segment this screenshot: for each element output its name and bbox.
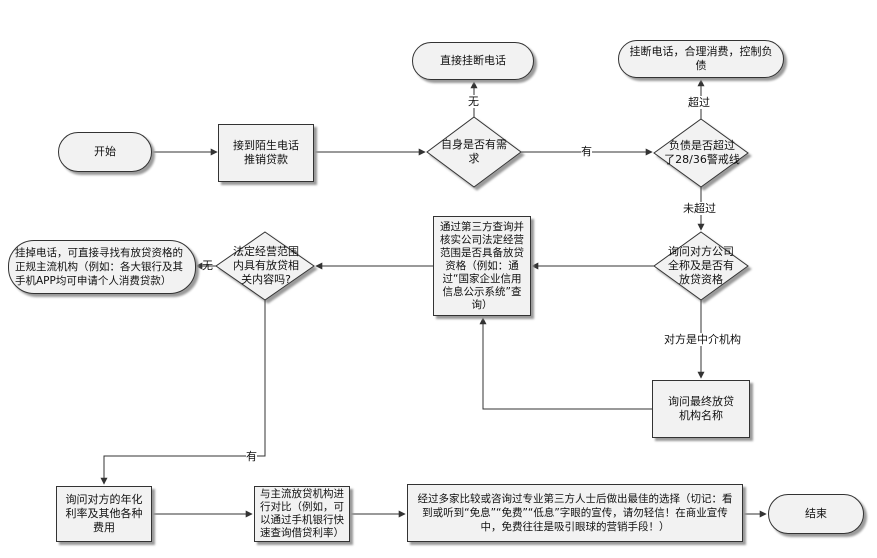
ask-company-decision-text: 询问对方公司全称及是否有放贷资格 xyxy=(668,245,734,286)
hangup-find-lender-node: 挂掉电话，可直接寻找有放贷资格的正规主流机构（例如：各大银行及其手机APP均可申… xyxy=(8,240,196,294)
need-decision-diamond xyxy=(426,116,522,188)
edge-label-intermediary: 对方是中介机构 xyxy=(664,333,741,346)
best-choice-box: 经过多家比较或咨询过专业第三方人士后做出最佳的选择（切记：看到或听到“免息”“免… xyxy=(407,484,743,542)
edge-label-has-need: 有 xyxy=(581,145,592,158)
edge-label-scope-no: 无 xyxy=(202,259,213,272)
scope-decision-text: 法定经营范围内具有放贷相关内容吗? xyxy=(233,245,299,286)
need-decision-text: 自身是否有需求 xyxy=(441,138,507,165)
edge-label-scope-yes: 有 xyxy=(246,450,257,463)
ask-rate-box: 询问对方的年化利率及其他各种费用 xyxy=(56,486,152,542)
end-node: 结束 xyxy=(768,494,864,534)
start-node: 开始 xyxy=(58,132,152,172)
edge-label-exceeded: 超过 xyxy=(688,96,710,109)
edge-label-not-exceeded: 未超过 xyxy=(683,202,716,215)
debt-decision-text: 负债是否超过了28/36警戒线 xyxy=(664,139,740,166)
hangup-control-node: 挂断电话，合理消费，控制负债 xyxy=(618,40,784,78)
edge-label-no-need: 无 xyxy=(468,95,479,108)
ask-final-lender-box: 询问最终放贷机构名称 xyxy=(652,380,750,438)
receive-call-box: 接到陌生电话推销贷款 xyxy=(218,124,314,182)
hangup-direct-node: 直接挂断电话 xyxy=(412,42,534,80)
third-party-check-box: 通过第三方查询并核实公司法定经营范围是否具备放贷资格（例如：通过“国家企业信用信… xyxy=(433,216,531,316)
compare-box: 与主流放贷机构进行对比（例如，可以通过手机银行快速查询借贷利率） xyxy=(254,486,350,542)
